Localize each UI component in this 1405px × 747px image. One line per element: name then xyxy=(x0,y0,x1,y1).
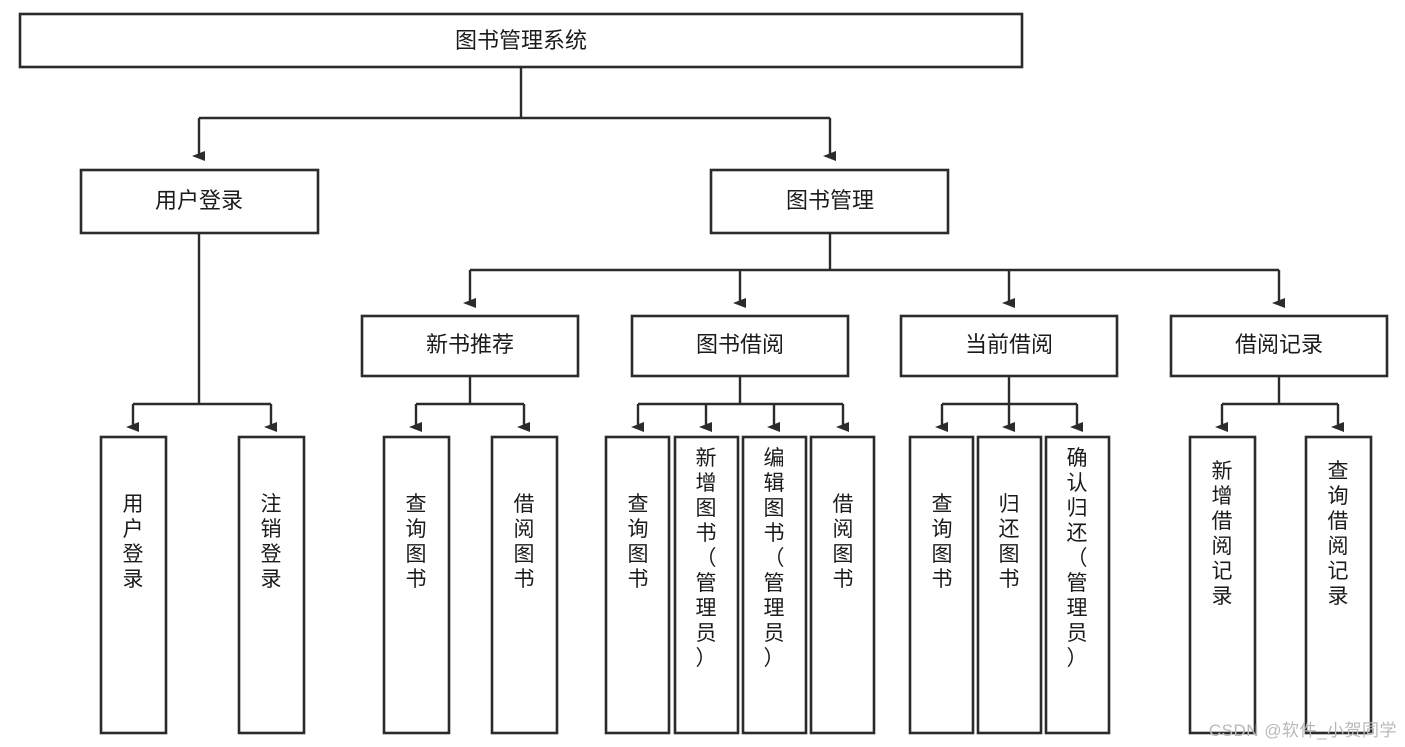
node-leaf-borrow-book-1[interactable]: 借阅图书 xyxy=(490,435,559,735)
node-leaf-user-login[interactable]: 用户登录 xyxy=(99,435,168,735)
connector-group-root xyxy=(192,67,836,161)
node-leaf-query-book-2-label: 查询图书 xyxy=(628,493,649,591)
node-user-login-box[interactable] xyxy=(79,168,320,235)
node-leaf-query-book-2-box[interactable] xyxy=(604,435,671,735)
node-leaf-add-record[interactable]: 新增借阅记录 xyxy=(1188,435,1257,735)
node-root-label: 图书管理系统 xyxy=(455,28,587,53)
connector-group-borrow-record-leaves xyxy=(1215,376,1344,432)
node-borrow-record-box[interactable] xyxy=(1169,314,1389,378)
node-leaf-query-record-box[interactable] xyxy=(1304,435,1373,735)
node-book-management-box[interactable] xyxy=(709,168,950,235)
node-leaf-logout-login[interactable]: 注销登录 xyxy=(237,435,306,735)
node-leaf-query-book-1-box[interactable] xyxy=(382,435,451,735)
node-leaf-query-book-3[interactable]: 查询图书 xyxy=(908,435,975,735)
node-leaf-borrow-book-1-box[interactable] xyxy=(490,435,559,735)
node-leaf-return-book-box[interactable] xyxy=(976,435,1043,735)
node-leaf-borrow-book-2[interactable]: 借阅图书 xyxy=(809,435,876,735)
node-leaf-logout-login-label: 注销登录 xyxy=(261,493,282,591)
node-current-borrow-box[interactable] xyxy=(899,314,1119,378)
node-leaf-user-login-box[interactable] xyxy=(99,435,168,735)
node-book-borrow[interactable]: 图书借阅 xyxy=(630,314,850,378)
node-root-box[interactable] xyxy=(18,12,1024,69)
node-leaf-return-book[interactable]: 归还图书 xyxy=(976,435,1043,735)
node-user-login-label: 用户登录 xyxy=(155,188,243,213)
node-leaf-query-book-1[interactable]: 查询图书 xyxy=(382,435,451,735)
node-user-login[interactable]: 用户登录 xyxy=(79,168,320,235)
node-leaf-add-book-box[interactable] xyxy=(673,435,740,735)
node-leaf-logout-login-box[interactable] xyxy=(237,435,306,735)
node-book-borrow-box[interactable] xyxy=(630,314,850,378)
node-book-borrow-label: 图书借阅 xyxy=(696,332,784,357)
connector-group-current-borrow-leaves xyxy=(935,376,1083,432)
connector-group-new-book-recommend-leaves xyxy=(409,376,530,432)
node-leaf-query-book-1-label: 查询图书 xyxy=(406,493,427,591)
node-leaf-add-book-label: 新增图书（管理员） xyxy=(696,447,717,670)
node-leaf-edit-book-box[interactable] xyxy=(741,435,808,735)
node-leaf-confirm-return[interactable]: 确认归还（管理员） xyxy=(1044,435,1111,735)
node-leaf-query-book-2[interactable]: 查询图书 xyxy=(604,435,671,735)
node-leaf-confirm-return-label: 确认归还（管理员） xyxy=(1067,447,1088,670)
node-leaf-user-login-label: 用户登录 xyxy=(123,493,144,591)
node-book-management-label: 图书管理 xyxy=(786,188,874,213)
node-leaf-add-record-box[interactable] xyxy=(1188,435,1257,735)
connector-group-user-login-leaves xyxy=(126,233,277,432)
node-current-borrow-label: 当前借阅 xyxy=(965,332,1053,357)
node-borrow-record[interactable]: 借阅记录 xyxy=(1169,314,1389,378)
node-leaf-borrow-book-2-box[interactable] xyxy=(809,435,876,735)
node-borrow-record-label: 借阅记录 xyxy=(1235,332,1323,357)
node-leaf-add-book[interactable]: 新增图书（管理员） xyxy=(673,435,740,735)
node-book-management[interactable]: 图书管理 xyxy=(709,168,950,235)
node-leaf-edit-book[interactable]: 编辑图书（管理员） xyxy=(741,435,808,735)
node-leaf-confirm-return-box[interactable] xyxy=(1044,435,1111,735)
node-new-book-recommend-label: 新书推荐 xyxy=(426,332,514,357)
node-leaf-query-record[interactable]: 查询借阅记录 xyxy=(1304,435,1373,735)
node-leaf-return-book-label: 归还图书 xyxy=(999,493,1020,591)
connector-group-book-management xyxy=(463,233,1285,308)
connector-group-book-borrow-leaves xyxy=(631,376,849,432)
node-root[interactable]: 图书管理系统 xyxy=(18,12,1024,69)
node-leaf-query-record-label: 查询借阅记录 xyxy=(1328,460,1349,608)
node-new-book-recommend[interactable]: 新书推荐 xyxy=(360,314,580,378)
node-new-book-recommend-box[interactable] xyxy=(360,314,580,378)
node-leaf-edit-book-label: 编辑图书（管理员） xyxy=(764,447,785,670)
node-leaf-query-book-3-label: 查询图书 xyxy=(932,493,953,591)
node-leaf-add-record-label: 新增借阅记录 xyxy=(1212,460,1233,608)
node-leaf-borrow-book-1-label: 借阅图书 xyxy=(514,493,535,591)
node-current-borrow[interactable]: 当前借阅 xyxy=(899,314,1119,378)
node-leaf-query-book-3-box[interactable] xyxy=(908,435,975,735)
node-leaf-borrow-book-2-label: 借阅图书 xyxy=(833,493,854,591)
